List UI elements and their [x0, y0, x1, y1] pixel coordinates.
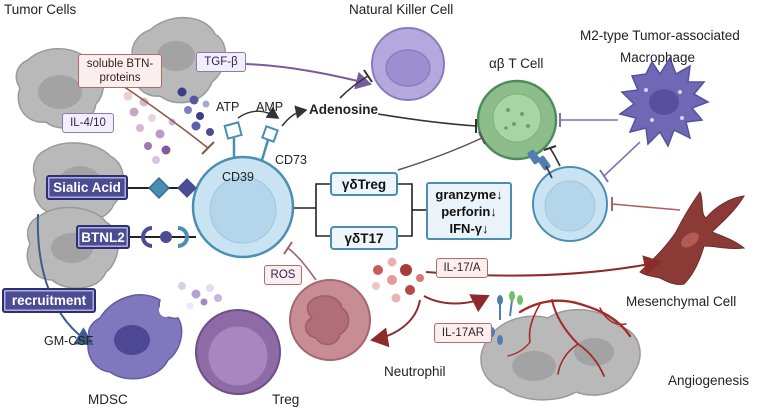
box-soluble-btn-line2: proteins: [99, 72, 141, 84]
box-recruitment: recruitment: [2, 288, 96, 313]
mdsc-cell: [87, 294, 183, 380]
label-tumor-cells: Tumor Cells: [4, 2, 77, 17]
neutrophil: [289, 279, 371, 361]
label-adenosine: Adenosine: [309, 102, 379, 117]
angiogenesis-tumor: [480, 308, 641, 401]
label-mdsc: MDSC: [88, 392, 128, 407]
macrophage-inhibit-gd: [603, 141, 641, 177]
label-amp: AMP: [256, 100, 284, 114]
ros-inhibit-gd: [287, 247, 317, 281]
label-ab-t-cell: αβ T Cell: [489, 56, 544, 71]
box-soluble-btn-proteins: soluble BTN- proteins: [78, 54, 162, 88]
il17-dots: [372, 257, 424, 303]
mesenchymal-cell: [639, 191, 746, 285]
adenosine-inhibit-t: [377, 113, 477, 127]
box-il-4-10: IL-4/10: [62, 113, 114, 133]
soluble-protein-dots: [123, 91, 176, 164]
gdtreg-inhibit-t: [397, 137, 483, 171]
adenosine-inhibit-nk: [339, 75, 369, 99]
mdsc-secreted-dots: [178, 282, 222, 310]
effector-perforin: perforin↓: [441, 203, 497, 219]
tcr-receptor-icon: [527, 149, 551, 171]
cup-receptor-icon: [128, 226, 196, 248]
box-soluble-btn-line1: soluble BTN-: [86, 58, 154, 70]
effector-granzyme: granzyme↓: [435, 186, 503, 202]
label-neutrophil: Neutrophil: [384, 364, 446, 379]
box-il-17a: IL-17/A: [436, 258, 488, 278]
box-gd-treg: γδTreg: [330, 172, 398, 196]
label-angiogenesis: Angiogenesis: [668, 373, 750, 388]
box-ros: ROS: [264, 265, 302, 285]
label-treg: Treg: [272, 392, 300, 407]
label-cd73: CD73: [275, 153, 307, 167]
box-effector-molecules: granzyme↓ perforin↓ IFN-γ↓: [426, 182, 512, 240]
label-natural-killer-cell: Natural Killer Cell: [349, 2, 454, 17]
blood-vessel-icon: [507, 299, 632, 377]
il17-to-neutrophil-arrow: [370, 299, 421, 348]
label-atp: ATP: [216, 100, 240, 114]
nk-cell: [371, 27, 445, 101]
mesenchymal-inhibit-gd: [611, 203, 681, 211]
label-m2-line1: M2-type Tumor-associated: [580, 28, 740, 43]
effector-ifn-gamma: IFN-γ↓: [449, 220, 489, 236]
subset-bracket: [294, 183, 426, 237]
tgf-to-nk-arrow: [245, 63, 372, 90]
gd-t-cell-main: [191, 155, 295, 259]
label-cd39: CD39: [222, 170, 254, 184]
il17-to-angiogenesis-arrow: [423, 294, 490, 313]
ab-t-cell: [476, 79, 558, 161]
amp-to-adenosine-arrow: [281, 105, 308, 127]
label-m2-line2: Macrophage: [620, 50, 696, 65]
atp-to-amp-arrow: [237, 106, 280, 119]
box-sialic-acid: Sialic Acid: [46, 175, 128, 200]
label-gm-csf: GM-CSF: [44, 334, 94, 348]
diamond-receptor-icon: [128, 177, 197, 199]
cd73-receptor-icon: [260, 125, 279, 161]
m2-macrophage: [618, 56, 710, 148]
box-btnl2: BTNL2: [76, 225, 130, 249]
box-gd-t17: γδT17: [330, 226, 398, 250]
tgf-beta-dots: [177, 87, 214, 136]
soluble-btn-inhibit-line: [119, 83, 209, 149]
cd39-receptor-icon: [223, 121, 243, 158]
treg-cell: [195, 309, 281, 395]
box-il-17ar: IL-17AR: [434, 323, 492, 343]
gd-right-inhibit-t: [549, 147, 561, 167]
box-tgf-beta: TGF-β: [196, 52, 246, 72]
gd-t-cell-right: [532, 166, 608, 242]
label-mesenchymal-cell: Mesenchymal Cell: [626, 294, 737, 309]
il17ar-receptor-icon: [489, 291, 523, 345]
